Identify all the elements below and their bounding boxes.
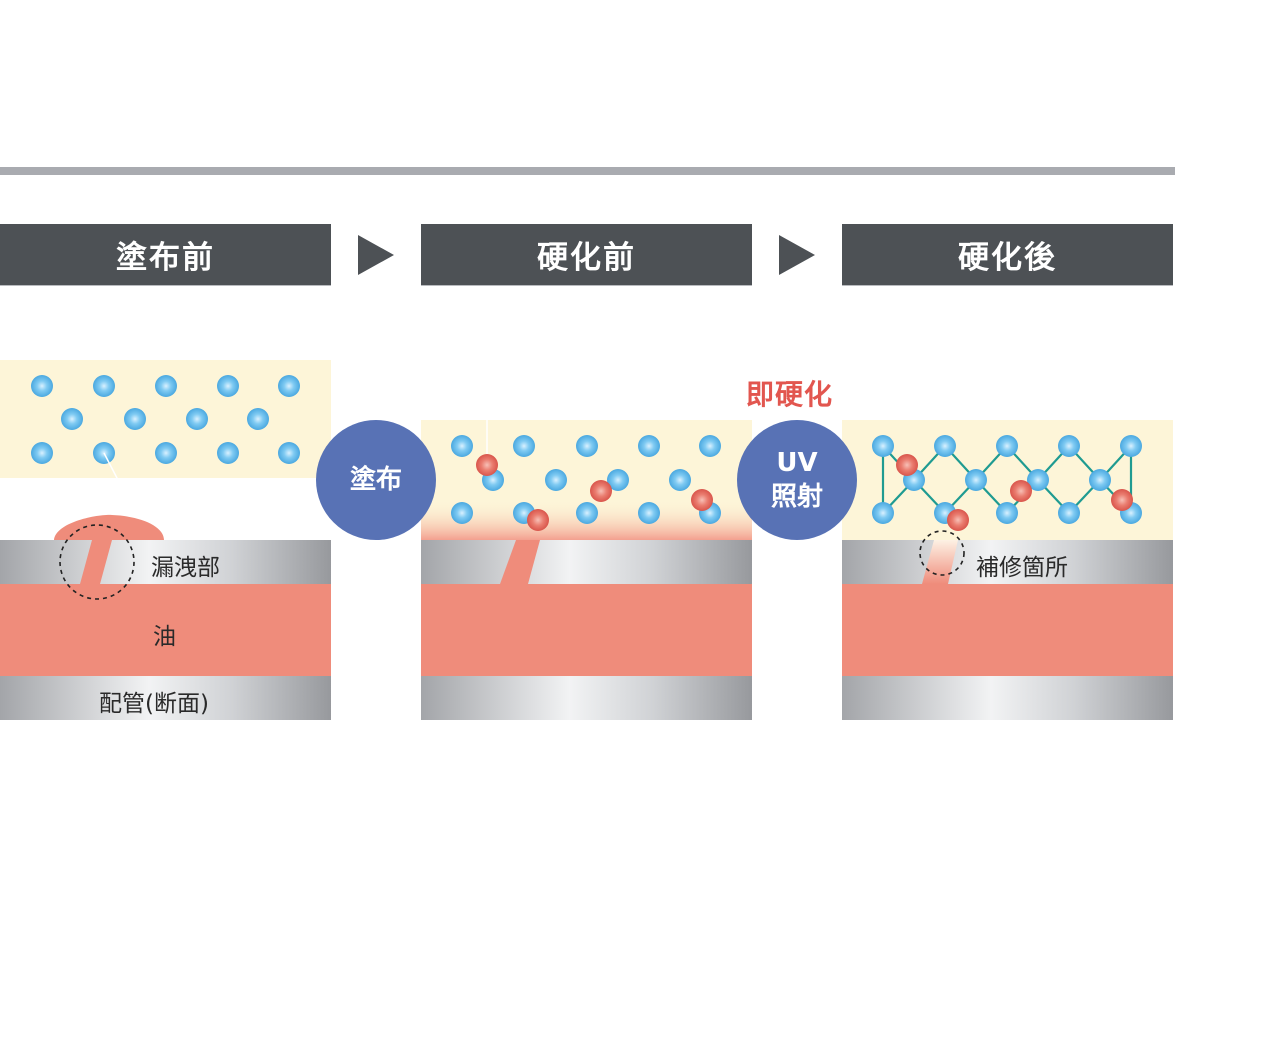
uv-step-badge: UV 照射 — [737, 420, 857, 540]
instant-cure-note: 即硬化 — [746, 378, 834, 411]
leak-crack — [500, 540, 540, 584]
panel-before-curing — [421, 420, 752, 720]
molecules — [31, 375, 300, 464]
oil-label: 油 — [153, 624, 176, 650]
stage-title: 硬化後 — [958, 240, 1057, 276]
stage-header-after-curing: 硬化後 — [842, 224, 1173, 285]
apply-label: 塗布 — [349, 465, 402, 495]
pipe-wall-bottom — [0, 676, 331, 720]
arrow-right-icon — [779, 235, 815, 275]
stage-header-before-curing: 硬化前 — [421, 224, 752, 285]
irradiation-label: 照射 — [770, 482, 823, 512]
panel-before-coating — [0, 360, 331, 720]
repaired-crack — [922, 540, 958, 584]
apply-step-badge: 塗布 — [316, 420, 436, 540]
stage-title: 硬化前 — [537, 240, 636, 276]
repair-label: 補修箇所 — [976, 555, 1068, 581]
uv-label: UV — [776, 448, 818, 478]
oil-layer — [0, 584, 331, 676]
pipe-wall-top — [0, 540, 331, 584]
stage-header-before-coating: 塗布前 — [0, 224, 331, 285]
arrow-right-icon — [358, 235, 394, 275]
stage-title: 塗布前 — [116, 240, 215, 276]
molecules — [451, 435, 721, 524]
leak-crack — [80, 540, 112, 584]
panel-after-curing — [842, 420, 1173, 720]
repair-highlight-circle — [919, 530, 965, 576]
initiators — [476, 454, 713, 531]
top-divider — [0, 167, 1175, 175]
initiators — [896, 454, 1133, 531]
leak-label: 漏洩部 — [151, 555, 220, 581]
pipe-label: 配管(断面) — [99, 691, 209, 717]
leak-highlight-circle — [59, 524, 135, 600]
